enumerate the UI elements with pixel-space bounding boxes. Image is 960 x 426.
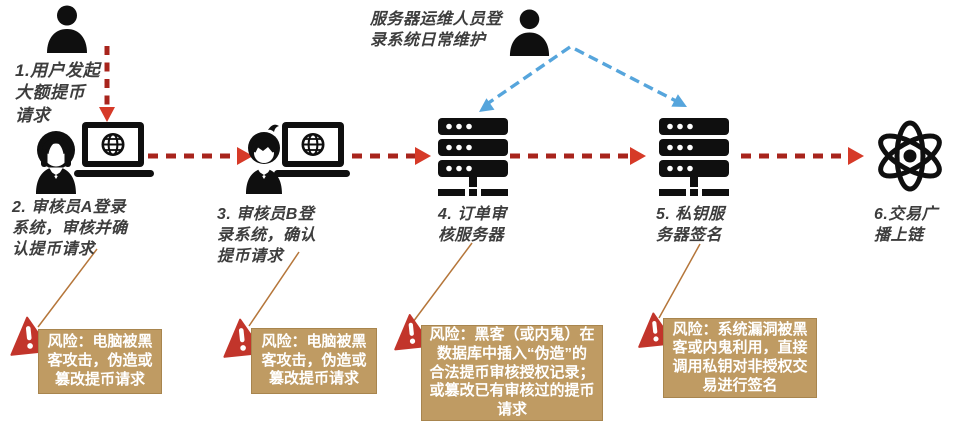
step-label-6: 6.交易广 播上链 xyxy=(874,206,938,245)
arrow-ops-to-key-server xyxy=(574,47,687,107)
risk-text-4: 风险：系统漏洞被黑 客或内鬼利用，直接 调用私钥对非授权交 易进行签名 xyxy=(672,320,808,394)
risk-box-3: 风险：黑客（或内鬼）在 数据库中插入“伪造”的 合法提币审核授权记录； 或篡改已… xyxy=(421,325,603,421)
step-label-3: 3. 审核员B登 录系统，确认 提币请求 xyxy=(217,206,317,266)
order-server-icon xyxy=(438,118,508,198)
arrow-key-server-to-chain xyxy=(741,147,864,165)
blockchain-atom-icon xyxy=(874,118,946,194)
arrow-user-to-reviewer-a xyxy=(99,46,115,122)
ops-note-label: 服务器运维人员登 录系统日常维护 xyxy=(370,11,503,49)
step-label-4: 4. 订单审 核服务器 xyxy=(438,206,507,245)
user-icon xyxy=(45,5,89,53)
step-label-5: 5. 私钥服 务器签名 xyxy=(656,206,725,245)
globe-icon xyxy=(101,133,125,156)
arrow-ops-to-order-server xyxy=(479,45,571,112)
risk-box-1: 风险：电脑被黑 客攻击，伪造或 篡改提币请求 xyxy=(38,329,162,394)
step-label-2: 2. 审核员A登录 系统，审核并确 认提币请求 xyxy=(12,199,128,259)
arrow-reviewer-b-to-order-server xyxy=(352,147,431,165)
arrow-order-server-to-key-server xyxy=(510,147,646,165)
risk-box-2: 风险：电脑被黑 客攻击，伪造或 篡改提币请求 xyxy=(251,328,377,394)
connector-order-server-risk xyxy=(412,242,473,323)
key-server-icon xyxy=(659,118,729,198)
risk-text-3: 风险：黑客（或内鬼）在 数据库中插入“伪造”的 合法提币审核授权记录； 或篡改已… xyxy=(429,326,595,419)
step-label-1: 1.用户发起 大额提币 请求 xyxy=(15,61,101,125)
reviewer-a-laptop-icon xyxy=(34,122,154,194)
risk-text-1: 风险：电脑被黑 客攻击，伪造或 篡改提币请求 xyxy=(47,333,153,388)
reviewer-b-laptop-icon xyxy=(246,120,350,194)
arrow-reviewer-a-to-reviewer-b xyxy=(148,147,253,165)
globe-icon xyxy=(301,133,325,156)
ops-person-icon xyxy=(507,9,552,56)
connector-key-server-risk xyxy=(658,243,701,319)
risk-box-4: 风险：系统漏洞被黑 客或内鬼利用，直接 调用私钥对非授权交 易进行签名 xyxy=(663,318,817,398)
risk-text-2: 风险：电脑被黑 客攻击，伪造或 篡改提币请求 xyxy=(261,332,367,388)
